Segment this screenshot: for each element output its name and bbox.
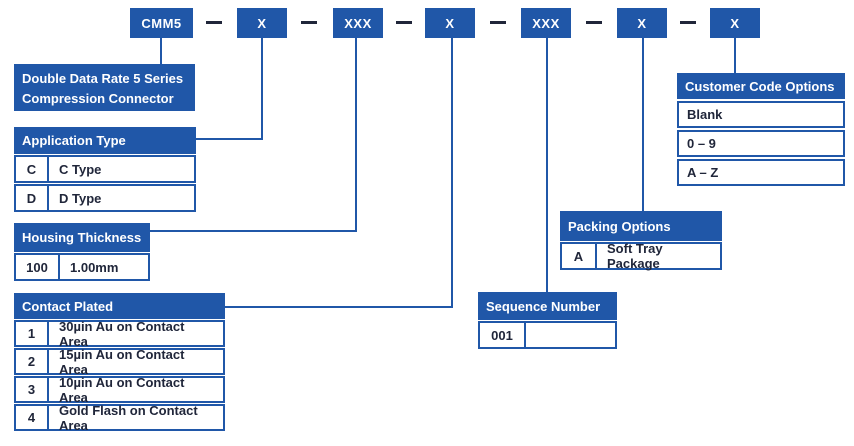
- row-code: C: [16, 157, 49, 181]
- housing-thickness-table: Housing Thickness 100 1.00mm: [14, 223, 150, 281]
- sequence-number-table: Sequence Number 001: [478, 292, 617, 349]
- row-description: [526, 323, 615, 347]
- row-description: 30µin Au on Contact Area: [59, 318, 185, 349]
- row-description: 10µin Au on Contact Area: [59, 374, 185, 405]
- part-segment-application: X: [237, 8, 287, 38]
- row-code: 001: [480, 323, 526, 347]
- row-description: Soft Tray Package: [607, 241, 663, 271]
- connector-line-sequence: [546, 38, 548, 292]
- table-row: 2 15µin Au on Contact Area: [14, 346, 225, 377]
- table-row: A – Z: [677, 159, 845, 186]
- separator-dash: [206, 21, 222, 24]
- row-code: 100: [16, 255, 60, 279]
- contact-plated-header: Contact Plated: [14, 293, 225, 319]
- table-row: 3 10µin Au on Contact Area: [14, 374, 225, 405]
- table-row: 0 – 9: [677, 130, 845, 157]
- customer-code-options-header: Customer Code Options: [677, 73, 845, 99]
- housing-thickness-header: Housing Thickness: [14, 223, 150, 252]
- connector-line-application-h: [196, 138, 263, 140]
- part-segment-customer: X: [710, 8, 760, 38]
- series-description-line2: Compression Connector: [22, 90, 174, 106]
- table-row: 4 Gold Flash on Contact Area: [14, 402, 225, 433]
- customer-code-options-table: Customer Code Options Blank 0 – 9 A – Z: [677, 73, 845, 186]
- row-description: C Type: [59, 161, 102, 177]
- row-description: Gold Flash on Contact Area: [59, 402, 198, 433]
- row-value: A – Z: [687, 165, 719, 180]
- table-row: 100 1.00mm: [14, 253, 150, 281]
- separator-dash: [680, 21, 696, 24]
- packing-options-header: Packing Options: [560, 211, 722, 241]
- connector-line-packing: [642, 38, 644, 211]
- table-row: Blank: [677, 101, 845, 128]
- application-type-table: Application Type C C Type D D Type: [14, 127, 196, 212]
- separator-dash: [490, 21, 506, 24]
- separator-dash: [301, 21, 317, 24]
- packing-options-table: Packing Options A Soft Tray Package: [560, 211, 722, 271]
- part-segment-housing: XXX: [333, 8, 383, 38]
- connector-line-application-v: [261, 38, 263, 140]
- connector-line-plating-v: [451, 38, 453, 308]
- row-code: D: [16, 186, 49, 210]
- row-description: 15µin Au on Contact Area: [59, 346, 185, 377]
- series-description-box: Double Data Rate 5 Series Compression Co…: [14, 64, 195, 111]
- part-segment-sequence: XXX: [521, 8, 571, 38]
- connector-line-customer: [734, 38, 736, 73]
- series-description-line1: Double Data Rate 5 Series: [22, 71, 184, 86]
- separator-dash: [586, 21, 602, 24]
- part-segment-packing: X: [617, 8, 667, 38]
- connector-line-plating-h: [225, 306, 453, 308]
- table-row: D D Type: [14, 184, 196, 212]
- row-code: 4: [16, 406, 49, 429]
- row-code: 3: [16, 378, 49, 401]
- connector-line-housing-h: [150, 230, 357, 232]
- part-segment-series: CMM5: [130, 8, 193, 38]
- row-value: 0 – 9: [687, 136, 716, 151]
- part-segment-plating: X: [425, 8, 475, 38]
- connector-line-series: [160, 38, 162, 64]
- table-row: 1 30µin Au on Contact Area: [14, 318, 225, 349]
- row-code: A: [562, 244, 597, 268]
- table-row: C C Type: [14, 155, 196, 183]
- row-description: 1.00mm: [70, 259, 119, 275]
- application-type-header: Application Type: [14, 127, 196, 154]
- row-description: D Type: [59, 190, 102, 206]
- table-row: 001: [478, 321, 617, 349]
- row-code: 1: [16, 322, 49, 345]
- contact-plated-table: Contact Plated 1 30µin Au on Contact Are…: [14, 293, 225, 433]
- separator-dash: [396, 21, 412, 24]
- table-row: A Soft Tray Package: [560, 241, 722, 271]
- connector-line-housing-v: [355, 38, 357, 232]
- row-code: 2: [16, 350, 49, 373]
- sequence-number-header: Sequence Number: [478, 292, 617, 320]
- row-value: Blank: [687, 107, 723, 122]
